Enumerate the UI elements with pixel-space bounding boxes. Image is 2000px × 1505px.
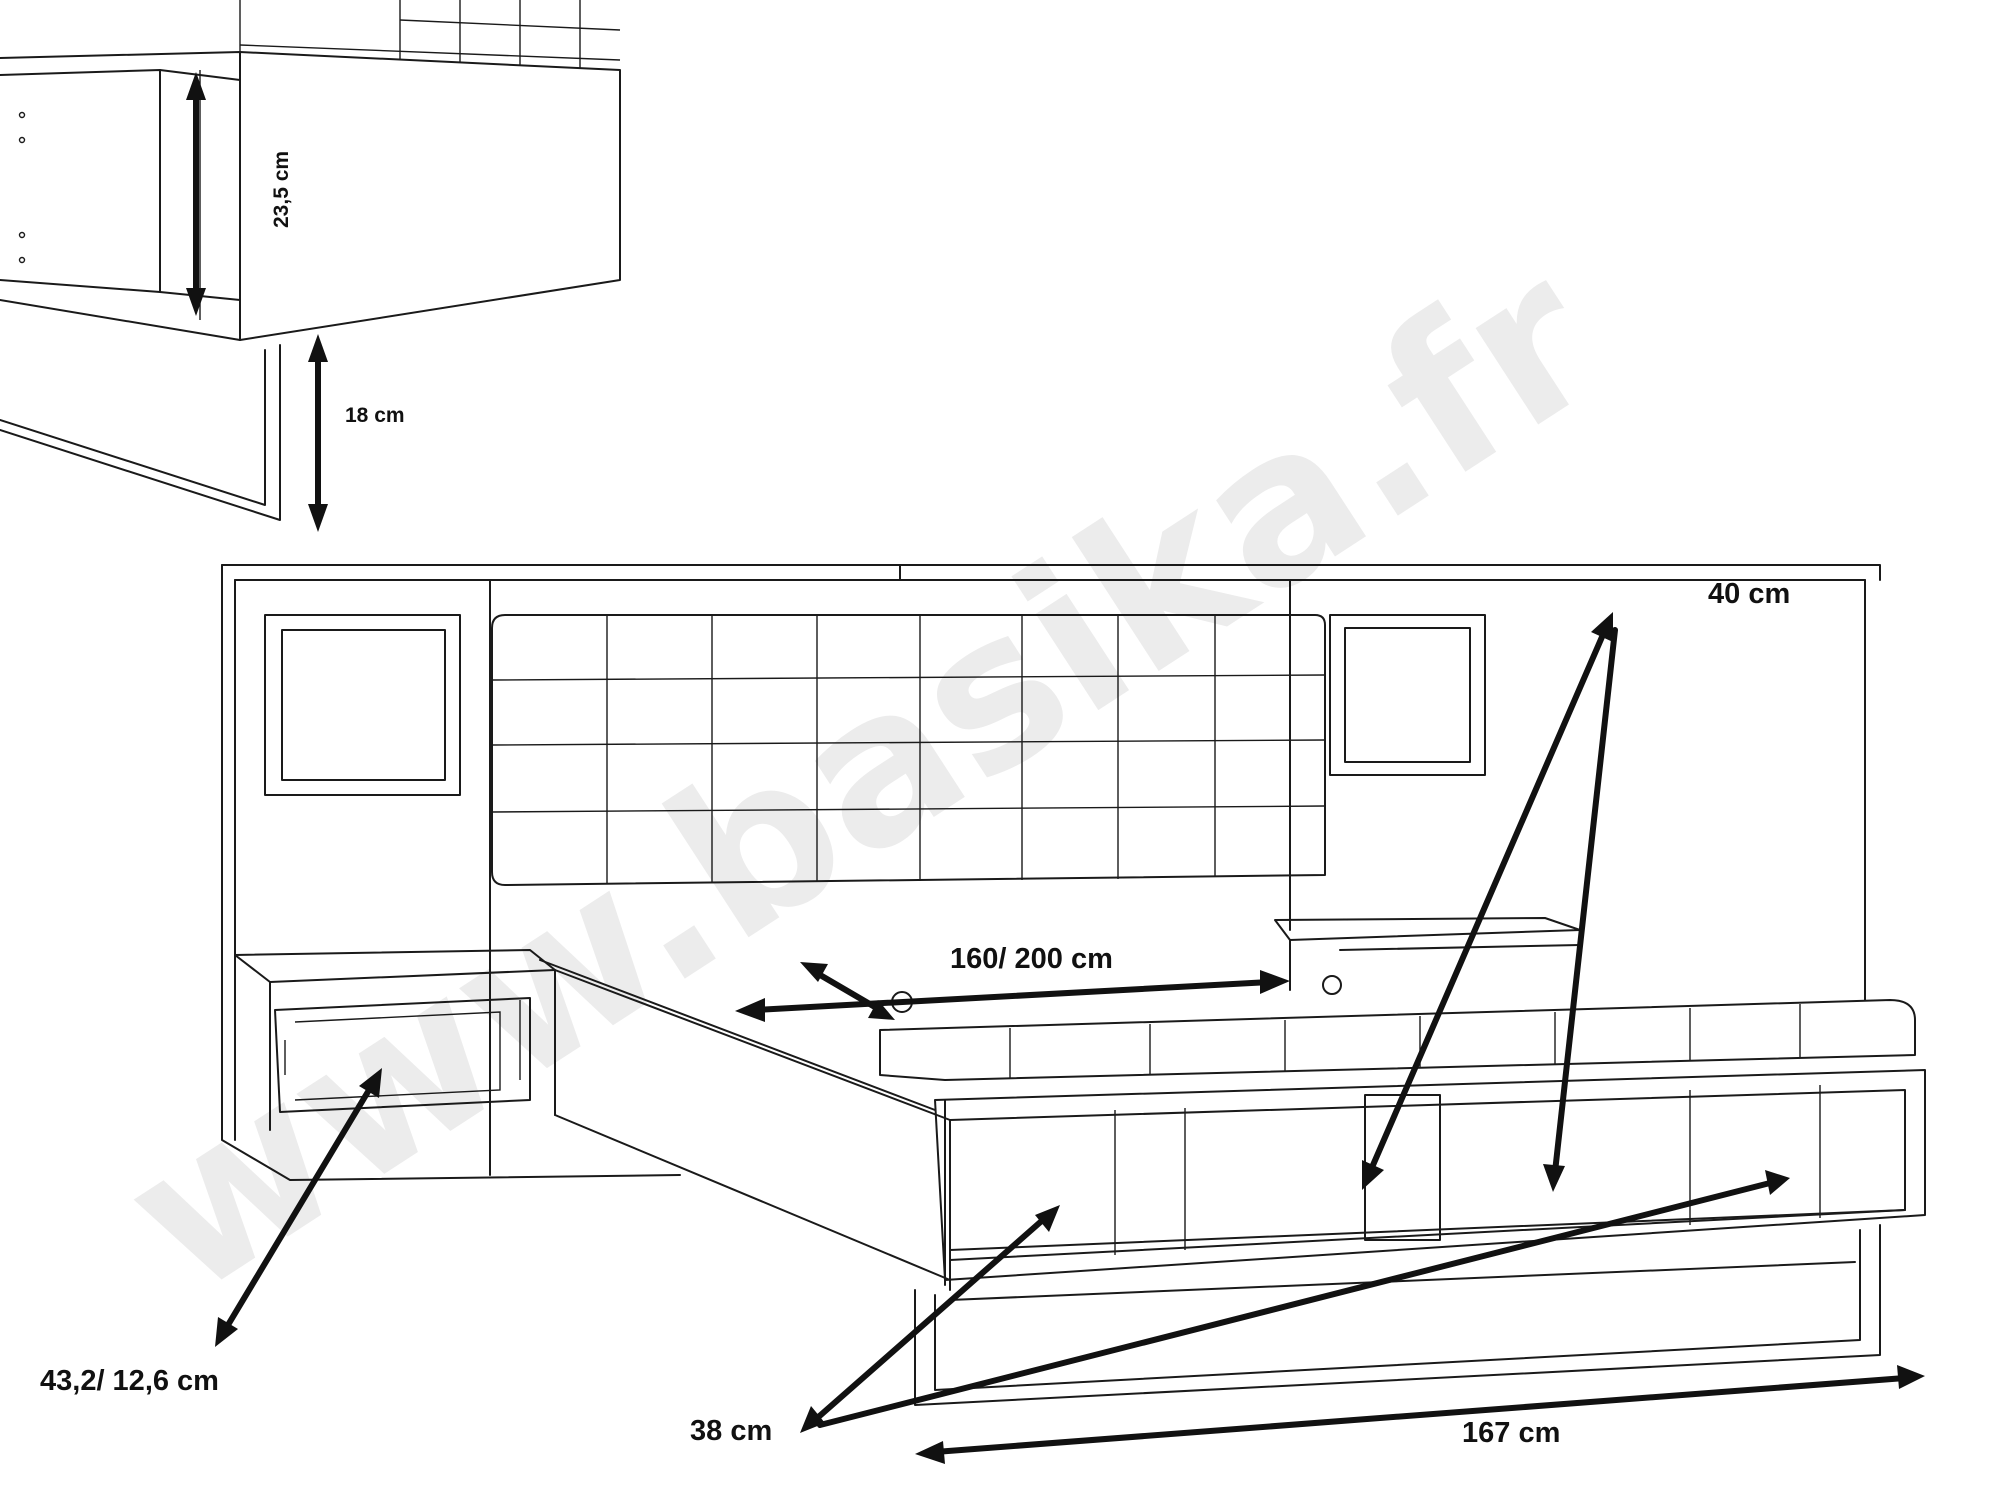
label-sleeping-area: 160/ 200 cm [950,943,1113,975]
label-depth: 40 cm [1708,578,1790,610]
arrow-nightstand [215,1068,382,1347]
label-nightstand: 43,2/ 12,6 cm [40,1365,219,1397]
arrow-sleeping-area [735,962,1290,1022]
arrow-detail-height [186,72,206,316]
label-detail-height: 23,5 cm [270,151,293,228]
detail-inset [0,0,621,521]
arrow-footboard-height [800,1170,1790,1433]
arrow-total-width [915,1365,1925,1464]
bed-drawing [221,564,1926,1406]
arrow-leg-height [308,334,328,532]
arrow-depth [1362,612,1618,1192]
label-total-width: 167 cm [1462,1417,1560,1449]
label-leg-height: 18 cm [345,404,405,427]
label-footboard-height: 38 cm [690,1415,772,1447]
